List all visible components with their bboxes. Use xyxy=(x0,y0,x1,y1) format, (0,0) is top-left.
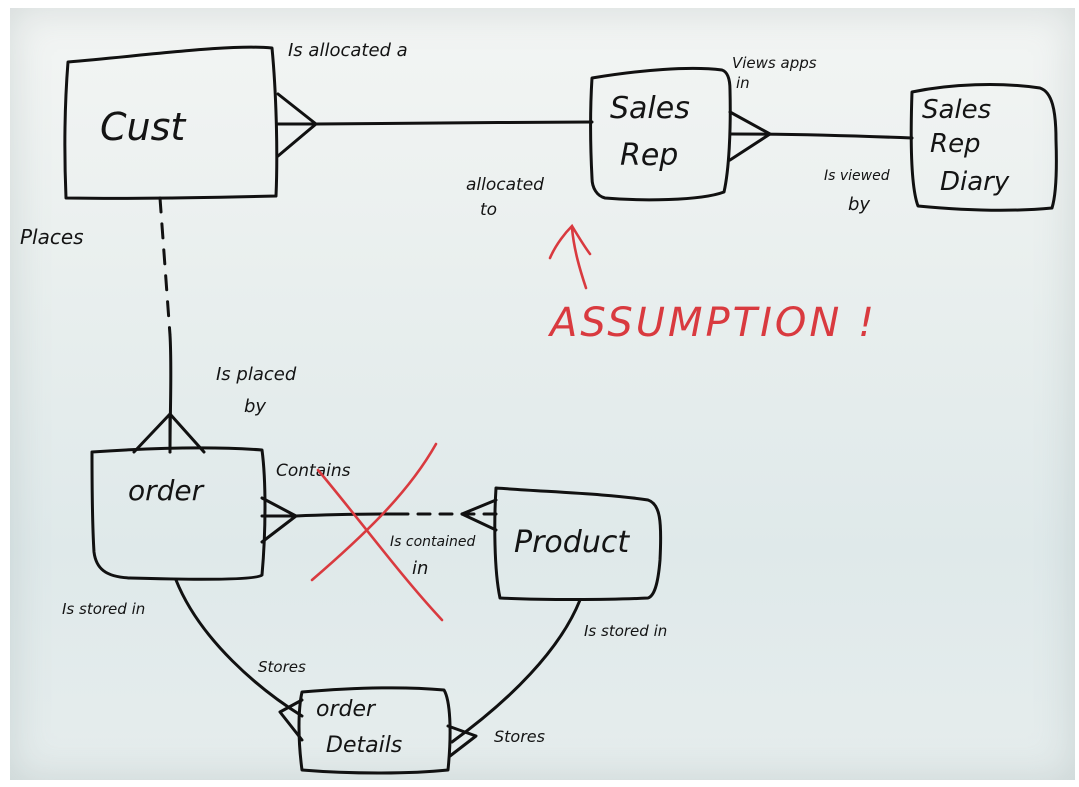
label-is-placed: Is placed xyxy=(216,364,297,385)
crowsfoot-cust xyxy=(276,92,318,158)
line-cust-order-dashed xyxy=(158,196,172,337)
entity-box-cust xyxy=(63,45,279,200)
entity-label-product: Product xyxy=(514,525,630,560)
entity-box-order xyxy=(90,446,267,581)
crowsfoot-product-left xyxy=(460,498,498,532)
crowsfoot-order-right xyxy=(260,496,298,544)
entity-box-order-details xyxy=(297,686,452,775)
annotation-assumption: ASSUMPTION ! xyxy=(547,300,877,346)
crowsfoot-salesrep xyxy=(728,110,772,162)
label-allocated: allocated xyxy=(466,175,544,195)
label-views-apps-in: in xyxy=(736,74,750,92)
label-stores-right: Stores xyxy=(494,727,545,746)
label-views-apps: Views apps xyxy=(732,54,817,72)
line-order-orderdetails xyxy=(174,578,304,718)
entity-label-cust: Cust xyxy=(100,105,187,149)
label-to: to xyxy=(480,200,497,220)
line-product-orderdetails xyxy=(450,598,582,744)
entity-box-product xyxy=(493,486,663,601)
entity-label-sales-rep-2: Rep xyxy=(620,138,678,173)
label-is-allocated-a: Is allocated a xyxy=(288,40,408,61)
crowsfoot-order-top xyxy=(132,412,206,454)
crowsfoot-orderdetails-right xyxy=(446,724,478,758)
label-is-viewed: Is viewed xyxy=(824,168,890,184)
label-is-contained: Is contained xyxy=(390,534,475,550)
label-places: Places xyxy=(20,225,84,249)
label-is-placed-by: by xyxy=(244,396,266,417)
crowsfoot-orderdetails-left xyxy=(278,698,304,742)
entity-label-sales-rep-diary-3: Diary xyxy=(940,167,1010,197)
entity-box-sales-rep-diary xyxy=(909,83,1058,212)
label-is-contained-in: in xyxy=(412,558,428,579)
label-is-stored-in-right: Is stored in xyxy=(584,622,667,640)
entity-label-order-details-1: order xyxy=(316,697,377,722)
entity-label-sales-rep-1: Sales xyxy=(610,91,690,126)
red-arrow-up xyxy=(548,223,592,290)
entity-label-order-details-2: Details xyxy=(326,733,402,758)
entity-label-sales-rep-diary-1: Sales xyxy=(922,95,991,125)
label-is-stored-in-left: Is stored in xyxy=(62,600,145,618)
entity-box-sales-rep xyxy=(589,66,732,202)
red-cross-out xyxy=(310,442,444,622)
line-salesrep-diary xyxy=(728,132,914,140)
label-is-viewed-by: by xyxy=(848,194,870,215)
label-stores-left: Stores xyxy=(258,658,306,676)
line-cust-salesrep xyxy=(314,120,594,126)
entity-label-sales-rep-diary-2: Rep xyxy=(930,129,981,159)
entity-label-order: order xyxy=(128,474,205,507)
label-contains: Contains xyxy=(276,461,351,481)
